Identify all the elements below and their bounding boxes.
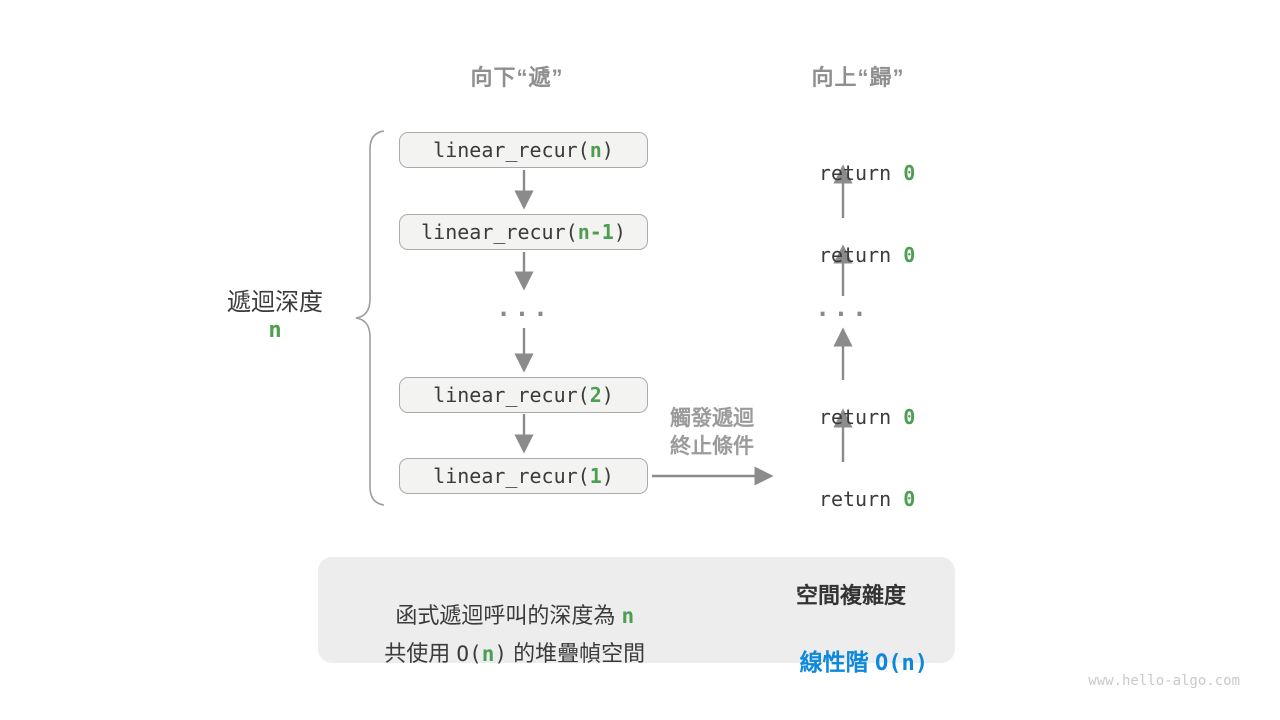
summary-line1-n: n [621,604,635,628]
return-keyword: return [818,487,904,511]
code-arg: n-1 [577,220,614,244]
summary-line1-text: 函式遞迴呼叫的深度為 [395,603,622,628]
code-text: linear_recur( [421,220,578,244]
code-text: ) [601,383,614,407]
code-text: linear_recur( [433,383,590,407]
base-case-label: 觸發遞迴 終止條件 [632,405,792,461]
call-box-linear-recur-2: linear_recur(2) [399,377,648,413]
call-stack-ellipsis: ... [496,294,552,322]
return-value: 0 [903,405,916,429]
return-column-ellipsis: ... [815,294,871,322]
return-statement: return 0 [763,463,923,535]
return-keyword: return [818,405,904,429]
return-statement: return 0 [763,219,923,291]
complexity-order-label: 線性階 [799,649,875,675]
return-value: 0 [903,487,916,511]
code-arg: n [589,138,602,162]
summary-line2-prefix: 共使用 [384,641,457,666]
call-box-linear-recur-n: linear_recur(n) [399,132,648,168]
depth-value: n [195,318,355,343]
code-arg: n [481,642,495,666]
code-text: ) [601,138,614,162]
code-text: linear_recur( [433,138,590,162]
return-statement: return 0 [763,381,923,453]
code-arg: 2 [589,383,602,407]
descend-column-header: 向下“遞” [470,65,564,90]
return-statement: return 0 [763,137,923,209]
code-text: O( [456,642,482,666]
ascend-column-header: 向上“歸” [811,65,905,90]
summary-line2-code: O(n) [456,642,507,666]
code-text: ) [494,642,508,666]
summary-panel [318,557,955,663]
return-value: 0 [903,161,916,185]
code-text: linear_recur( [433,464,590,488]
complexity-big-o: O(n) [874,651,928,676]
return-keyword: return [818,243,904,267]
return-keyword: return [818,161,904,185]
depth-value-n: n [268,318,282,343]
space-complexity-title: 空間複雜度 [795,583,906,608]
summary-line2-suffix: 的堆疊幀空間 [507,641,646,666]
summary-line2: 共使用 O(n) 的堆疊幀空間 [330,618,675,690]
watermark: www.hello-algo.com [1088,673,1240,689]
base-case-label-line1: 觸發遞迴 [670,407,754,430]
summary-line1: 函式遞迴呼叫的深度為 n [330,580,675,652]
base-case-label-line2: 終止條件 [670,435,754,458]
depth-label: 遞迴深度 [227,289,323,316]
space-complexity-value: 線性階 O(n) [751,616,951,704]
code-arg: 1 [589,464,602,488]
return-value: 0 [903,243,916,267]
code-text: ) [613,220,626,244]
code-text: ) [601,464,614,488]
call-box-linear-recur-1: linear_recur(1) [399,458,648,494]
depth-brace-shape [355,130,385,506]
call-box-linear-recur-n-1: linear_recur(n-1) [399,214,648,250]
